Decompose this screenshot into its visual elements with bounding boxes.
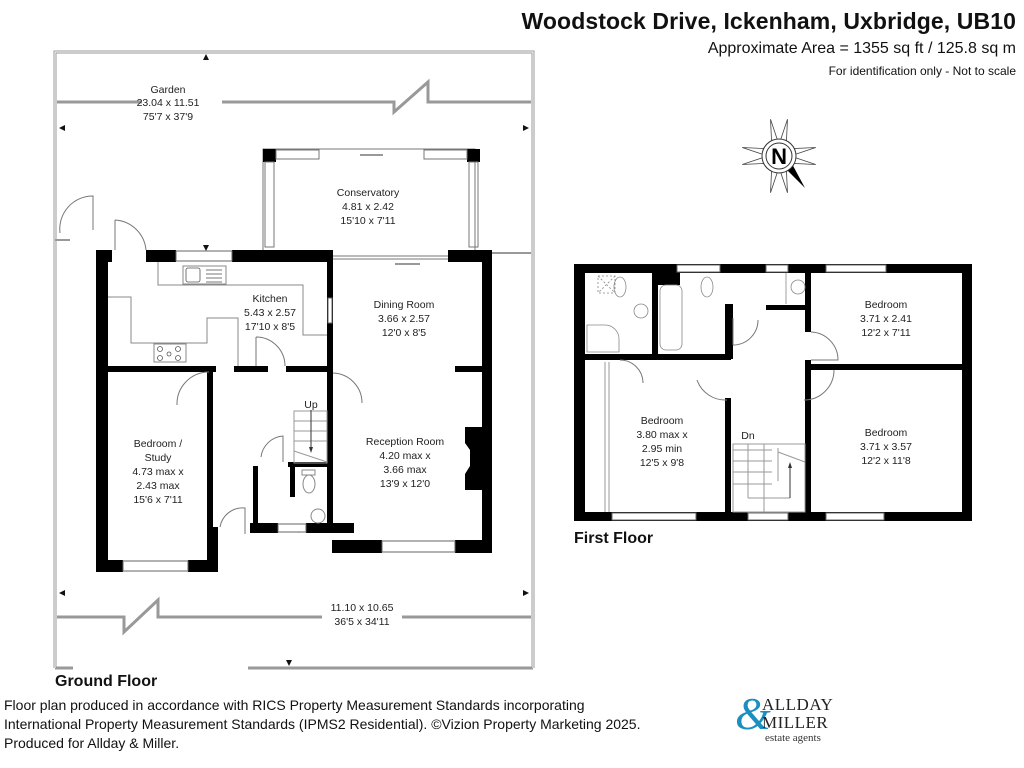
svg-text:4.81 x 2.42: 4.81 x 2.42 [342, 201, 394, 213]
svg-text:12'2 x 11'8: 12'2 x 11'8 [861, 455, 911, 467]
conservatory-label: Conservatory [337, 187, 400, 199]
toilet-icon [301, 469, 316, 494]
svg-text:N: N [771, 144, 787, 169]
bathroom-fixtures [586, 273, 806, 353]
svg-text:12'0 x 8'5: 12'0 x 8'5 [382, 327, 426, 339]
first-floor-label: First Floor [574, 530, 654, 547]
bedroom-2-label: Bedroom [865, 299, 908, 311]
svg-text:12'2 x 7'11: 12'2 x 7'11 [861, 327, 911, 339]
svg-text:2.43 max: 2.43 max [136, 480, 180, 492]
door-swings [59, 195, 363, 534]
svg-text:15'6 x 7'11: 15'6 x 7'11 [133, 494, 183, 506]
svg-text:3.80 max x: 3.80 max x [636, 429, 688, 441]
svg-text:12'5 x 9'8: 12'5 x 9'8 [640, 457, 684, 469]
north-compass-icon: N [742, 119, 816, 193]
svg-text:Study: Study [145, 452, 173, 464]
dining-room-label: Dining Room [374, 299, 435, 311]
bedroom-3-label: Bedroom [641, 415, 684, 427]
dimension-arrows [59, 54, 529, 666]
staircase-down [732, 443, 806, 513]
garden-divider-bottom [57, 596, 531, 636]
svg-text:4.73 max x: 4.73 max x [132, 466, 184, 478]
conservatory [262, 148, 480, 260]
svg-text:4.20 max x: 4.20 max x [379, 450, 431, 462]
kitchen-worktops [108, 262, 327, 366]
scale-disclaimer: For identification only - Not to scale [828, 64, 1016, 78]
allday-miller-logo: & ALLDAY MILLER estate agents [735, 688, 834, 744]
svg-text:36'5 x 34'11: 36'5 x 34'11 [334, 616, 389, 628]
wardrobe [604, 362, 610, 512]
first-floor-door-swings [619, 318, 839, 401]
svg-text:15'10 x 7'11: 15'10 x 7'11 [340, 215, 395, 227]
hob-icon [157, 346, 181, 361]
garden-label: Garden [150, 84, 185, 96]
front-garden-dims: 11.10 x 10.65 [331, 602, 394, 614]
garden-boundary [53, 50, 535, 670]
svg-text:3.66 max: 3.66 max [383, 464, 427, 476]
first-floor-windows [611, 264, 887, 521]
svg-text:3.71 x 2.41: 3.71 x 2.41 [860, 313, 912, 325]
svg-text:75'7 x 37'9: 75'7 x 37'9 [143, 111, 193, 123]
ampersand-icon: & [735, 688, 771, 739]
stairs-up-label: Up [304, 399, 318, 411]
first-floor-walls [574, 264, 972, 521]
ground-floor-windows [122, 250, 456, 572]
basin-icon [310, 508, 326, 524]
reception-room-label: Reception Room [366, 436, 444, 448]
svg-text:3.71 x 3.57: 3.71 x 3.57 [860, 441, 912, 453]
bedroom-4-label: Bedroom [865, 427, 908, 439]
kitchen-label: Kitchen [252, 293, 287, 305]
svg-text:3.66 x 2.57: 3.66 x 2.57 [378, 313, 430, 325]
approximate-area: Approximate Area = 1355 sq ft / 125.8 sq… [707, 40, 1016, 57]
sink-icon [185, 267, 222, 283]
ground-floor-label: Ground Floor [55, 673, 158, 690]
svg-text:17'10 x 8'5: 17'10 x 8'5 [245, 321, 295, 333]
svg-text:13'9 x 12'0: 13'9 x 12'0 [380, 478, 430, 490]
stairs-down-label: Dn [741, 430, 755, 442]
svg-text:2.95 min: 2.95 min [642, 443, 682, 455]
garden-divider-top [57, 78, 531, 116]
footer-disclaimer: Floor plan produced in accordance with R… [4, 697, 641, 751]
svg-text:23.04 x 11.51: 23.04 x 11.51 [137, 97, 200, 109]
property-address-title: Woodstock Drive, Ickenham, Uxbridge, UB1… [521, 8, 1016, 34]
bedroom-study-label: Bedroom / [134, 438, 183, 450]
svg-text:5.43 x 2.57: 5.43 x 2.57 [244, 307, 296, 319]
